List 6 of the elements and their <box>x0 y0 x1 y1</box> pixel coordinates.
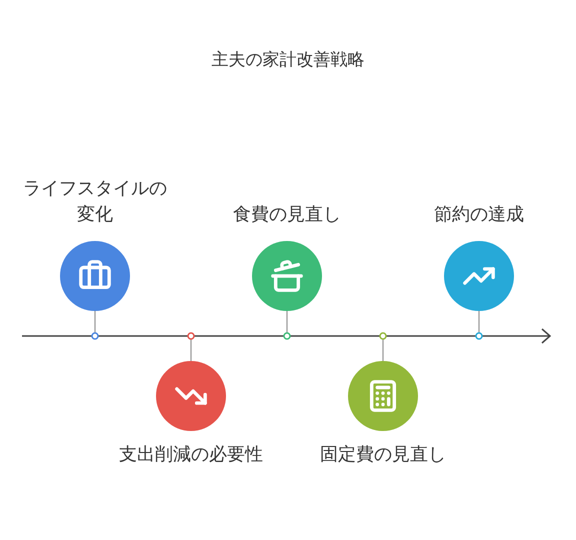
milestone-label: 食費の見直し <box>232 203 342 227</box>
milestone-label: 節約の達成 <box>433 203 525 227</box>
milestone-label: ライフスタイルの変化 <box>23 177 167 227</box>
diagram-title: 主夫の家計改善戦略 <box>212 49 364 72</box>
milestone-label: 固定費の見直し <box>319 443 447 467</box>
milestone-label: 支出削減の必要性 <box>119 443 263 467</box>
